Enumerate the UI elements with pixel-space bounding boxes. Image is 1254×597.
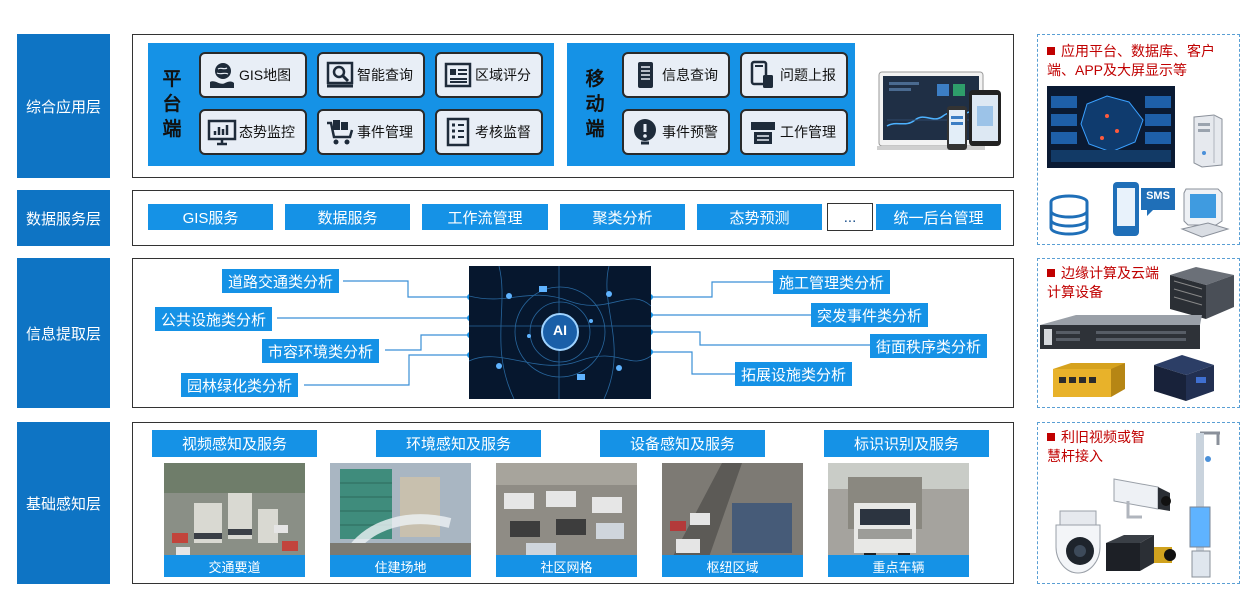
edge-box-blue-image <box>1146 353 1220 408</box>
tile-label: 考核监督 <box>475 124 531 140</box>
analysis-public-facility[interactable]: 公共设施类分析 <box>155 307 273 331</box>
photo-construction-site: 住建场地 <box>330 463 471 577</box>
side-box-applications: 应用平台、数据库、客户端、APP及大屏显示等 SMS <box>1037 34 1240 245</box>
gpu-server-image <box>1166 265 1238 326</box>
tile-label: 工作管理 <box>780 124 836 140</box>
dome-camera-image <box>1050 509 1106 586</box>
photo-caption: 枢纽区域 <box>662 555 803 577</box>
service-forecast[interactable]: 态势预测 <box>697 204 822 230</box>
magnifier-icon <box>325 60 355 90</box>
tile-label: 事件预警 <box>662 124 718 140</box>
analysis-road-traffic[interactable]: 道路交通类分析 <box>222 269 340 293</box>
score-board-icon <box>443 60 473 90</box>
tile-label: 态势监控 <box>239 124 295 140</box>
sms-label: SMS <box>1146 190 1170 202</box>
service-workflow[interactable]: 工作流管理 <box>422 204 548 230</box>
bullet-square-icon <box>1047 269 1055 277</box>
perception-sign-recognition[interactable]: 标识识别及服务 <box>824 430 989 457</box>
industrial-camera-image <box>1104 533 1176 580</box>
analysis-landscaping[interactable]: 园林绿化类分析 <box>181 373 299 397</box>
tile-issue-report[interactable]: 问题上报 <box>740 52 848 98</box>
sms-phone-icon: SMS <box>1111 180 1179 238</box>
perception-video[interactable]: 视频感知及服务 <box>152 430 317 457</box>
tile-area-score[interactable]: 区域评分 <box>435 52 543 98</box>
platform-title: 平台端 <box>162 69 182 140</box>
cart-files-icon <box>325 117 355 147</box>
phone-upload-icon <box>748 60 778 90</box>
tile-work-management[interactable]: 工作管理 <box>740 109 848 155</box>
server-tower-icon <box>1186 113 1226 174</box>
rack-server-image <box>1036 313 1206 364</box>
monitor-chart-icon <box>207 117 237 147</box>
tile-label: 信息查询 <box>662 67 718 83</box>
smart-pole-image <box>1178 429 1228 584</box>
analysis-construction[interactable]: 施工管理类分析 <box>773 270 891 294</box>
alert-icon <box>630 117 660 147</box>
layer-label-data-service: 数据服务层 <box>17 190 110 246</box>
ai-city-image: AI <box>469 266 651 399</box>
layer-label-basic-perception: 基础感知层 <box>17 422 110 584</box>
service-ellipsis[interactable]: ... <box>827 203 873 231</box>
photo-caption: 住建场地 <box>330 555 471 577</box>
mobile-title: 移动端 <box>585 69 605 140</box>
perception-device[interactable]: 设备感知及服务 <box>600 430 765 457</box>
analysis-emergency[interactable]: 突发事件类分析 <box>811 303 929 327</box>
service-data[interactable]: 数据服务 <box>285 204 410 230</box>
tile-event-warning[interactable]: 事件预警 <box>622 109 730 155</box>
photo-key-vehicle: 重点车辆 <box>828 463 969 577</box>
tile-label: 智能查询 <box>357 67 413 83</box>
photo-hub-area: 枢纽区域 <box>662 463 803 577</box>
tile-situation-monitor[interactable]: 态势监控 <box>199 109 307 155</box>
side-note-video: 利旧视频或智慧杆接入 <box>1047 429 1145 464</box>
service-clustering[interactable]: 聚类分析 <box>560 204 685 230</box>
side-box-compute: 边缘计算及云端计算设备 <box>1037 258 1240 408</box>
dashboard-screen-image <box>1047 86 1175 168</box>
photo-community-grid: 社区网格 <box>496 463 637 577</box>
database-icon <box>1047 193 1091 242</box>
tile-assessment[interactable]: 考核监督 <box>435 109 543 155</box>
side-box-video: 利旧视频或智慧杆接入 <box>1037 422 1240 584</box>
work-files-icon <box>748 117 778 147</box>
side-note-applications: 应用平台、数据库、客户端、APP及大屏显示等 <box>1047 43 1215 78</box>
tile-event-management[interactable]: 事件管理 <box>317 109 425 155</box>
service-gis[interactable]: GIS服务 <box>148 204 273 230</box>
edge-box-yellow-image <box>1047 361 1131 406</box>
desktop-computer-icon <box>1180 185 1230 244</box>
photo-caption: 重点车辆 <box>828 555 969 577</box>
analysis-extended-facility[interactable]: 拓展设施类分析 <box>735 362 853 386</box>
checklist-icon <box>443 117 473 147</box>
tile-label: 事件管理 <box>357 124 413 140</box>
photo-caption: 交通要道 <box>164 555 305 577</box>
box-camera-image <box>1110 471 1180 532</box>
layer-label-application: 综合应用层 <box>17 34 110 178</box>
photo-caption: 社区网格 <box>496 555 637 577</box>
gis-globe-icon <box>207 60 237 90</box>
service-unified-backend[interactable]: 统一后台管理 <box>876 204 1001 230</box>
analysis-city-environment[interactable]: 市容环境类分析 <box>262 339 380 363</box>
bullet-square-icon <box>1047 433 1055 441</box>
tile-smart-query[interactable]: 智能查询 <box>317 52 425 98</box>
bullet-square-icon <box>1047 47 1055 55</box>
ai-badge-text: AI <box>553 322 567 338</box>
tile-label: GIS地图 <box>239 67 292 83</box>
tile-label: 问题上报 <box>780 67 836 83</box>
side-note-compute: 边缘计算及云端计算设备 <box>1047 265 1159 300</box>
photo-traffic-artery: 交通要道 <box>164 463 305 577</box>
phone-list-icon <box>630 60 660 90</box>
analysis-street-order[interactable]: 街面秩序类分析 <box>870 334 988 358</box>
multi-device-image <box>877 68 1005 154</box>
tile-info-query[interactable]: 信息查询 <box>622 52 730 98</box>
tile-label: 区域评分 <box>475 67 531 83</box>
tile-gis-map[interactable]: GIS地图 <box>199 52 307 98</box>
layer-label-info-extraction: 信息提取层 <box>17 258 110 408</box>
perception-environment[interactable]: 环境感知及服务 <box>376 430 541 457</box>
